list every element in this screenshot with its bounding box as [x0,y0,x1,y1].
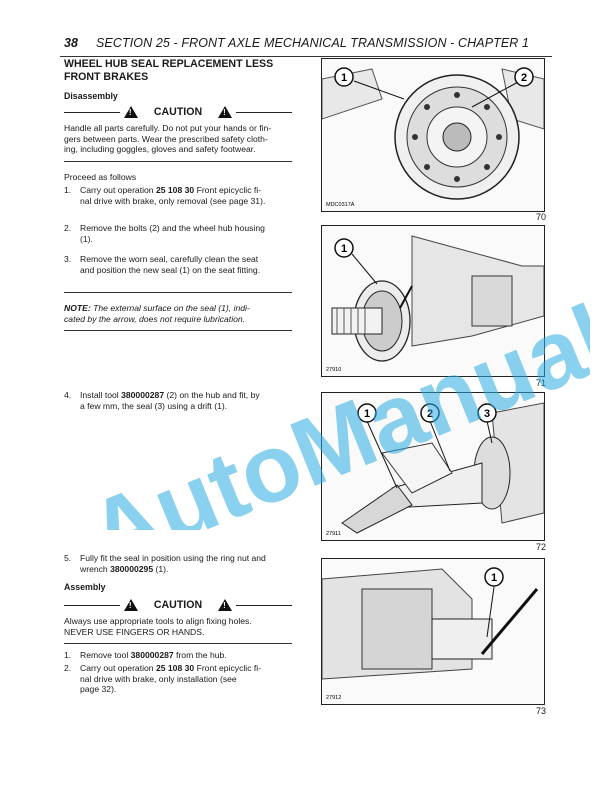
warning-icon: ! [123,599,138,611]
figure-71: 1 27910 [321,225,545,377]
caution-banner: ! CAUTION ! [64,104,293,120]
callout-1: 1 [341,72,347,84]
warning-icon: ! [218,106,233,118]
caution-banner: ! CAUTION ! [64,597,293,613]
figure-code: 27912 [326,695,341,701]
caution-box-2: ! CAUTION ! Always use appropriate tools… [64,597,293,645]
note-block: NOTE: The external surface on the seal (… [64,292,292,332]
proceed-text: Proceed as follows [64,172,137,182]
figure-72: 1 2 3 27911 [321,392,545,541]
figure-code: MDC0317A [326,202,355,208]
figure-code: 27910 [326,367,341,373]
divider [64,160,292,162]
caution-text-2: Always use appropriate tools to align fi… [64,616,252,637]
figure-number-71: 71 [535,378,546,388]
assembly-heading: Assembly [64,582,106,592]
divider [64,643,292,645]
figure-number-73: 73 [535,706,546,716]
caution-box-1: ! CAUTION ! Handle all parts carefully. … [64,104,293,162]
assembly-step-2: 2. Carry out operation 25 108 30 Front e… [64,663,262,695]
callout-2: 2 [521,72,527,84]
page-header: 38 SECTION 25 - FRONT AXLE MECHANICAL TR… [60,36,552,57]
section-title: SECTION 25 - FRONT AXLE MECHANICAL TRANS… [96,36,530,50]
figure-number-72: 72 [535,542,546,552]
callout-1: 1 [364,408,370,420]
callout-1: 1 [491,572,497,584]
figure-number-70: 70 [535,212,546,222]
step-3: 3. Remove the worn seal, carefully clean… [64,254,261,275]
figure-70: 1 2 MDC0317A [321,58,545,212]
section-heading: WHEEL HUB SEAL REPLACEMENT LESS FRONT BR… [64,58,274,83]
step-5: 5. Fully fit the seal in position using … [64,553,266,574]
divider [64,292,292,293]
step-4: 4. Install tool 380000287 (2) on the hub… [64,390,260,411]
callout-1: 1 [341,243,347,255]
caution-text-1: Handle all parts carefully. Do not put y… [64,123,272,155]
figure-73: 1 27912 [321,558,545,705]
divider [64,330,292,332]
page-number: 38 [64,36,78,50]
warning-icon: ! [218,599,233,611]
disassembly-heading: Disassembly [64,91,118,101]
callout-3: 3 [484,408,490,420]
callout-2: 2 [427,408,433,420]
warning-icon: ! [123,106,138,118]
step-2: 2. Remove the bolts (2) and the wheel hu… [64,223,265,244]
assembly-step-1: 1. Remove tool 380000287 from the hub. [64,650,227,660]
step-1: 1. Carry out operation 25 108 30 Front e… [64,185,266,206]
figure-code: 27911 [326,531,341,537]
